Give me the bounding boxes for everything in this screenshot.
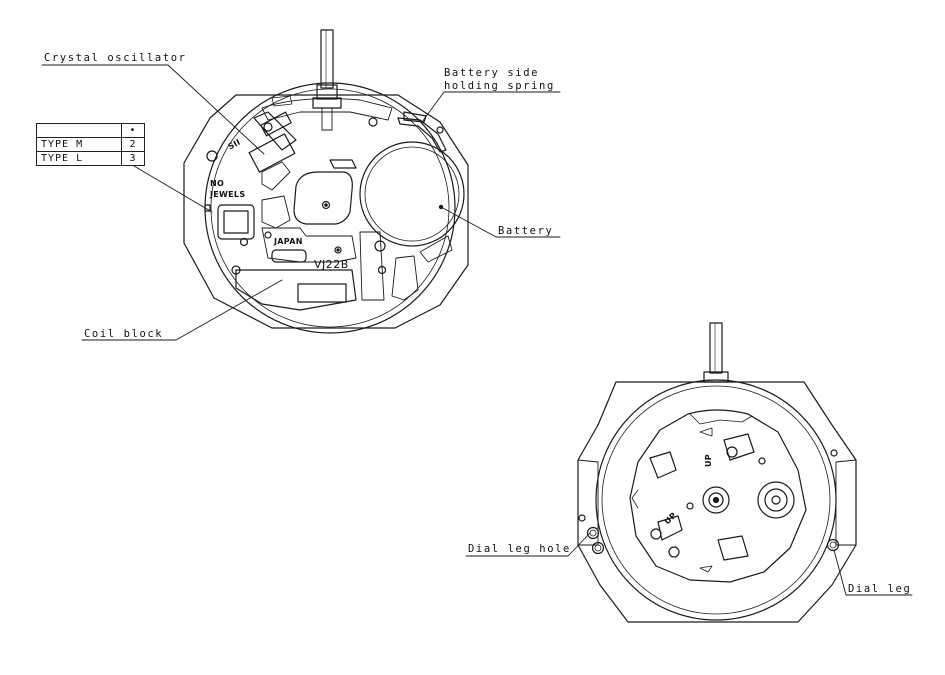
ic-chip [217, 204, 255, 240]
step-motor-area [293, 159, 357, 225]
crystal-oscillator [248, 111, 297, 173]
dial-leg-holes [578, 514, 605, 555]
leader-battery-spring [421, 91, 561, 123]
leader-lines [41, 64, 913, 596]
battery [359, 141, 465, 247]
engraving-model: VJ22B [314, 258, 349, 271]
type-table-header-dot: • [121, 123, 145, 138]
type-table-header-cell [36, 123, 122, 138]
label-crystal-oscillator: Crystal oscillator [44, 52, 187, 64]
type-table-type: TYPE M [36, 137, 122, 152]
battery-holding-spring [397, 111, 447, 153]
type-table-type: TYPE L [36, 151, 122, 166]
engraving-no: NO [210, 179, 225, 188]
gear-train-plate [629, 409, 807, 583]
type-table-value: 2 [121, 137, 145, 152]
front-stem [312, 29, 342, 109]
front-movement [183, 29, 469, 334]
front-outer-frame [183, 94, 469, 329]
label-dial-leg: Dial leg [848, 583, 912, 595]
engraving-jewels: JEWELS [210, 190, 246, 199]
leader-type-table [133, 165, 213, 213]
front-main-plate [204, 82, 456, 334]
type-table-row: TYPE L 3 [36, 151, 145, 166]
leader-dial-leg [833, 549, 913, 596]
type-table-header: • [36, 123, 145, 138]
label-battery-spring-line2: holding spring [444, 80, 555, 92]
engraving-japan: JAPAN [274, 237, 303, 246]
label-coil-block: Coil block [84, 328, 164, 340]
back-movement [577, 322, 857, 623]
circuit-block [261, 227, 357, 263]
leader-crystal-oscillator [41, 64, 265, 155]
dial-leg [826, 449, 840, 552]
type-table-value: 3 [121, 151, 145, 166]
leader-coil-block [81, 279, 283, 341]
type-table: • TYPE M 2 TYPE L 3 [36, 123, 145, 166]
leader-battery [440, 206, 561, 238]
label-battery: Battery [498, 225, 554, 237]
coil-block [235, 269, 357, 311]
engraving-up-top: UP [703, 454, 713, 467]
back-stem [703, 322, 729, 383]
leader-dial-leg-hole [465, 532, 591, 557]
type-table-row: TYPE M 2 [36, 137, 145, 152]
label-dial-leg-hole: Dial leg hole [468, 543, 571, 555]
label-battery-spring-line1: Battery side [444, 67, 540, 79]
